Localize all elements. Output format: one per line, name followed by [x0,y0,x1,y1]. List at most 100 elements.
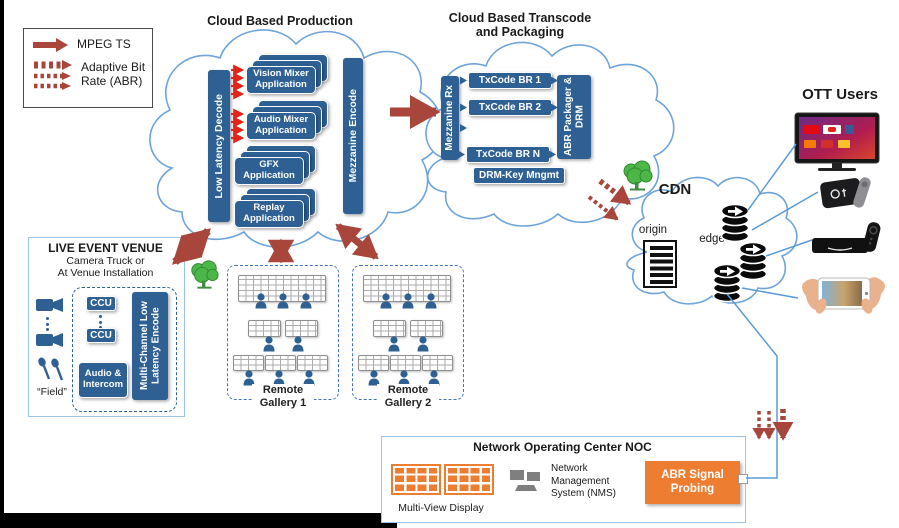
vision-mixer-stack: Vision Mixer Application [246,54,328,94]
monitor-grid-icon [297,355,328,371]
venue-equipment-group [72,287,177,412]
monitor-grid-icon [285,320,318,337]
mpeg-ts-solid-arrow-icon [33,38,68,52]
operator-person-icon [388,336,400,352]
monitor-grid-icon [358,355,389,371]
legend-item-abr: Adaptive Bit Rate (ABR) [33,60,146,90]
operator-person-icon [255,293,267,309]
abr-signal-probing-box: ABR Signal Probing [645,461,740,504]
fire-tv-stick-icon [812,222,881,253]
microphones-icon [38,357,64,381]
cdn-title: CDN [658,181,692,198]
operator-person-icon [380,293,392,309]
operator-person-icon [428,370,440,386]
replay-box: Replay Application [234,200,304,228]
operator-person-icon [368,370,380,386]
nms-label: Network Management System (NMS) [551,463,616,499]
multiview-display-label: Multi-View Display [398,502,484,514]
camera-icon [36,298,63,312]
camera-icon [36,333,63,347]
noc-title: Network Operating Center NOC [473,440,652,454]
connector-junction [738,474,748,484]
gallery-1-label: Remote Gallery 1 [228,384,338,410]
remote-gallery-1: Remote Gallery 1 [227,265,339,410]
venue-title: LIVE EVENT VENUE [48,241,163,255]
edge-cache-icon [738,241,768,281]
server-icon [643,240,677,288]
vision-mixer-box: Vision Mixer Application [246,66,316,94]
operator-person-icon [425,293,437,309]
smart-tv-icon [794,112,880,171]
audio-mixer-stack: Audio Mixer Application [246,100,328,140]
remote-gallery-2: Remote Gallery 2 [352,265,464,410]
venue-subtitle-2: At Venue Installation [57,267,154,279]
multiview-wall-icon [363,275,451,302]
low-latency-decode-bar: Low Latency Decode [208,70,230,222]
nms-workstation-icon [510,470,540,491]
replay-stack: Replay Application [234,188,316,228]
ccu-box-2: CCU [86,328,116,343]
monitor-grid-icon [248,320,281,337]
txcode-br1-box: TxCode BR 1 [468,72,552,89]
operator-person-icon [417,336,429,352]
legend-box: MPEG TS Adaptive Bit Rate (ABR) [23,28,153,108]
multichannel-encode-bar: Multi-Channel Low Latency Encode [132,292,168,400]
edge-cache-icon [720,203,750,243]
monitor-grid-icon [265,355,296,371]
operator-person-icon [303,370,315,386]
window-edge-left [0,0,4,528]
legend-item-mpeg-ts: MPEG TS [33,37,146,53]
mezzanine-encode-label: Mezzanine Encode [346,89,359,183]
monitor-grid-icon [233,355,264,371]
ott-users-title: OTT Users [802,86,878,103]
venue-subtitle-1: Camera Truck or [66,255,145,267]
legend-label-abr: Adaptive Bit Rate (ABR) [81,60,146,88]
mezzanine-rx-label: Mezzanine Rx [444,85,456,151]
operator-person-icon [402,293,414,309]
transcode-title: Cloud Based Transcode and Packaging [448,11,592,40]
operator-person-icon [398,370,410,386]
window-edge-bottom [0,513,397,528]
monitor-grid-icon [422,355,453,371]
audio-mixer-box: Audio Mixer Application [246,112,316,140]
drm-key-box: DRM-Key Mngmt [473,167,565,184]
gfx-box: GFX Application [234,157,304,185]
operator-person-icon [243,370,255,386]
operator-person-icon [273,370,285,386]
operator-person-icon [300,293,312,309]
abr-packager-label: ABR Packager & DRM [562,77,586,157]
gfx-stack: GFX Application [234,145,316,185]
cdn-edge-label: edge [699,233,725,245]
operator-person-icon [263,336,275,352]
cdn-origin-label: origin [638,224,668,236]
ccu-ellipsis-dots [99,315,102,329]
audio-intercom-box: Audio & Intercom [78,362,128,398]
multiview-display-icon [391,464,441,495]
multiview-display-icon [444,464,494,495]
gallery-2-label: Remote Gallery 2 [353,384,463,410]
low-latency-decode-label: Low Latency Decode [212,93,225,199]
multichannel-encode-label: Multi-Channel Low Latency Encode [138,301,162,391]
monitor-grid-icon [373,320,406,337]
abr-dashed-arrows-icon [33,60,73,90]
green-cloud-tree-icon [623,160,653,191]
monitor-grid-icon [390,355,421,371]
field-label: “Field” [37,386,67,398]
green-cloud-tree-icon [191,260,219,289]
apple-tv-icon [820,177,871,209]
monitor-grid-icon [410,320,443,337]
transcode-cloud [425,41,675,227]
ccu-box-1: CCU [86,296,116,311]
legend-label-mpeg-ts: MPEG TS [77,37,131,52]
edge-cache-icon [712,263,742,303]
mezzanine-encode-bar: Mezzanine Encode [343,58,363,214]
smartphone-in-hands-icon [802,277,885,314]
operator-person-icon [277,293,289,309]
txcode-brn-box: TxCode BR N [466,146,550,163]
txcode-br2-box: TxCode BR 2 [468,99,552,116]
operator-person-icon [292,336,304,352]
abr-packager-bar: ABR Packager & DRM [557,75,591,159]
camera-ellipsis-dots [46,317,49,331]
mezzanine-rx-bar: Mezzanine Rx [441,76,459,160]
